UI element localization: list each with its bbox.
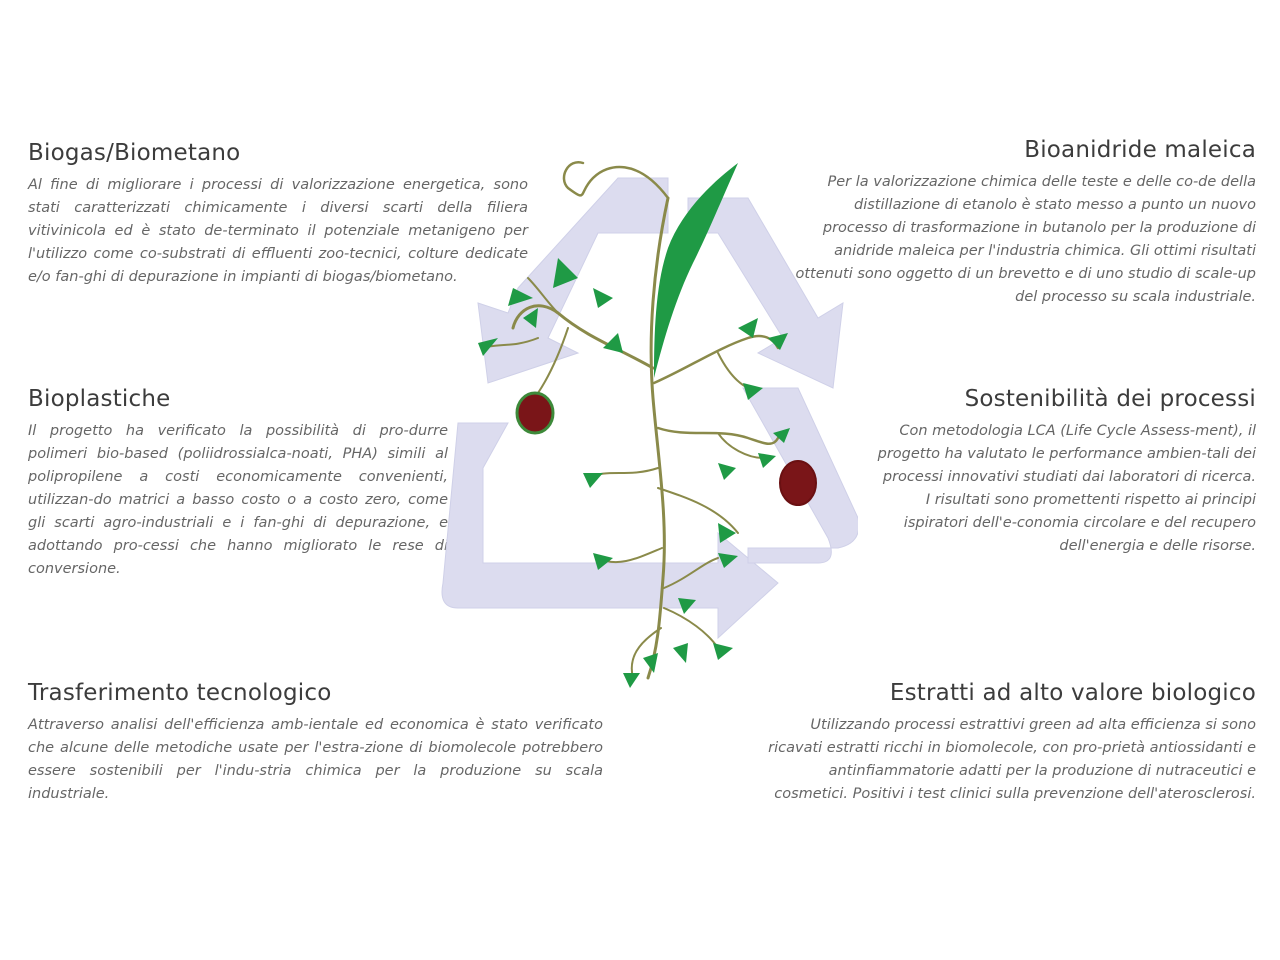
big-leaf	[654, 163, 738, 378]
grapes	[515, 391, 817, 506]
recycle-arrows	[441, 177, 858, 640]
vine	[482, 160, 780, 680]
section-biogas: Biogas/Biometano Al fine di migliorare i…	[28, 140, 528, 289]
section-trasferimento: Trasferimento tecnologico Attraverso ana…	[28, 680, 603, 806]
section-sostenibilita: Sostenibilità dei processi Con metodolog…	[876, 386, 1256, 558]
section-title-trasferimento: Trasferimento tecnologico	[28, 680, 332, 706]
grape-left	[515, 391, 555, 435]
section-bioplastiche: Bioplastiche Il progetto ha verificato l…	[28, 386, 448, 581]
section-text-bioplastiche: Il progetto ha verificato la possibilità…	[28, 423, 448, 577]
section-title-bioplastiche: Bioplastiche	[28, 386, 171, 412]
section-title-sostenibilita: Sostenibilità dei processi	[964, 386, 1256, 412]
grape-right	[779, 460, 817, 506]
section-title-biogas: Biogas/Biometano	[28, 140, 241, 166]
recycle-arrow-left	[477, 177, 669, 384]
small-leaves	[478, 258, 790, 688]
section-title-estratti: Estratti ad alto valore biologico	[889, 680, 1256, 706]
section-text-trasferimento: Attraverso analisi dell'efficienza amb-i…	[28, 717, 603, 802]
section-text-sostenibilita: Con metodologia LCA (Life Cycle Assess-m…	[877, 423, 1256, 554]
section-text-bioanidride: Per la valorizzazione chimica delle test…	[795, 174, 1257, 305]
section-estratti: Estratti ad alto valore biologico Utiliz…	[756, 680, 1256, 806]
recycle-arrow-right	[687, 197, 844, 389]
recycle-arrow-bottom	[441, 422, 779, 640]
section-text-biogas: Al fine di migliorare i processi di valo…	[28, 177, 528, 285]
section-title-bioanidride: Bioanidride maleica	[1024, 137, 1256, 163]
section-text-estratti: Utilizzando processi estrattivi green ad…	[768, 717, 1256, 802]
recycle-vine-icon	[441, 160, 858, 688]
section-bioanidride: Bioanidride maleica Per la valorizzazion…	[791, 137, 1257, 309]
